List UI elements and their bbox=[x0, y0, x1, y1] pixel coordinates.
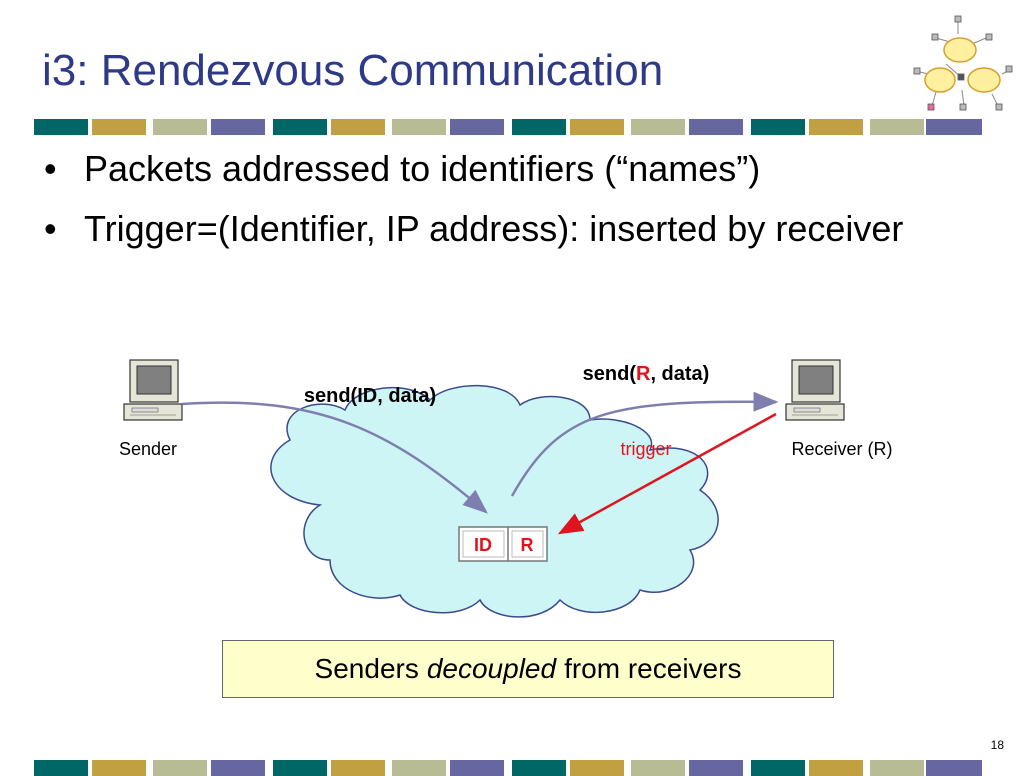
bullet-item: Trigger=(Identifier, IP address): insert… bbox=[40, 208, 984, 250]
computer-icon bbox=[785, 359, 845, 421]
trigger-arrow bbox=[557, 412, 777, 535]
bullet-item: Packets addressed to identifiers (“names… bbox=[40, 148, 984, 190]
network-logo-icon bbox=[913, 15, 1013, 111]
slide-title: i3: Rendezvous Communication bbox=[42, 46, 664, 95]
receiver-label: Receiver (R) bbox=[791, 439, 892, 459]
send-r-label: send(R, data) bbox=[583, 363, 710, 385]
page-number: 18 bbox=[990, 738, 1004, 752]
caption-before: Senders bbox=[314, 653, 419, 684]
caption-emphasis: decoupled bbox=[426, 653, 557, 684]
trigger-entry: ID R bbox=[458, 526, 548, 562]
send-id-arrow bbox=[181, 401, 488, 514]
caption-after: from receivers bbox=[564, 653, 742, 684]
send-id-label: send(ID, data) bbox=[304, 385, 436, 407]
bullet-list: Packets addressed to identifiers (“names… bbox=[40, 148, 984, 268]
send-r-arrow bbox=[510, 391, 779, 497]
computer-icon bbox=[123, 359, 183, 421]
top-stripe bbox=[34, 119, 982, 135]
trigger-label: trigger bbox=[620, 439, 671, 459]
trigger-id-cell: ID bbox=[474, 535, 492, 555]
network-cloud bbox=[270, 384, 719, 618]
caption-box: Senders decoupled from receivers bbox=[222, 640, 834, 698]
trigger-r-cell: R bbox=[521, 535, 534, 555]
sender-label: Sender bbox=[119, 439, 177, 459]
bottom-stripe bbox=[34, 760, 982, 776]
